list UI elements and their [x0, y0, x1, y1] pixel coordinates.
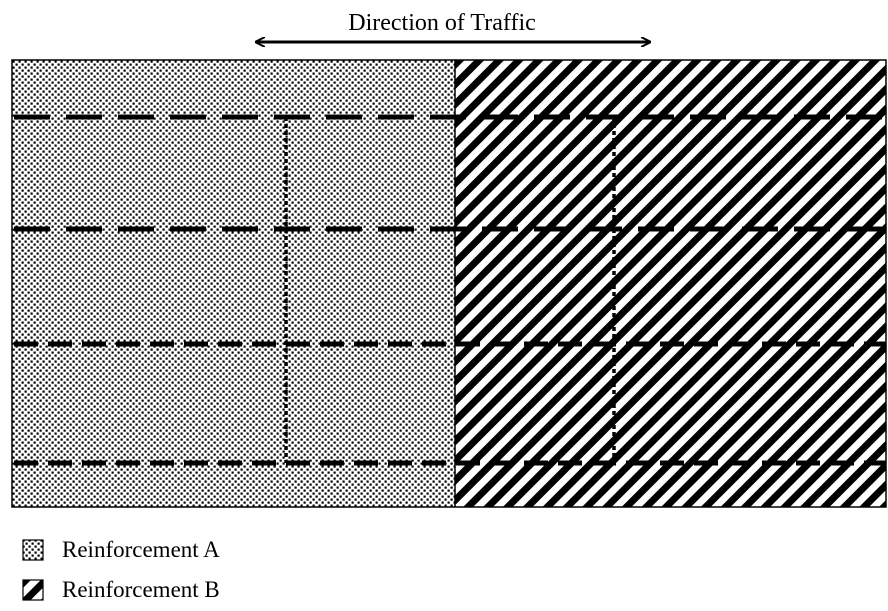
legend: Reinforcement A Reinforcement B [22, 536, 220, 604]
hatch-pattern-icon [22, 579, 44, 601]
legend-label-a: Reinforcement A [62, 537, 220, 562]
direction-label: Direction of Traffic [348, 10, 536, 36]
legend-item-a: Reinforcement A [22, 536, 220, 564]
pavement-border [11, 59, 887, 508]
legend-item-b: Reinforcement B [22, 576, 220, 604]
reinforcement-b-region [455, 60, 886, 507]
legend-label-b: Reinforcement B [62, 577, 220, 602]
reinforcement-a-region [12, 60, 455, 507]
dotted-pattern-icon [22, 539, 44, 561]
